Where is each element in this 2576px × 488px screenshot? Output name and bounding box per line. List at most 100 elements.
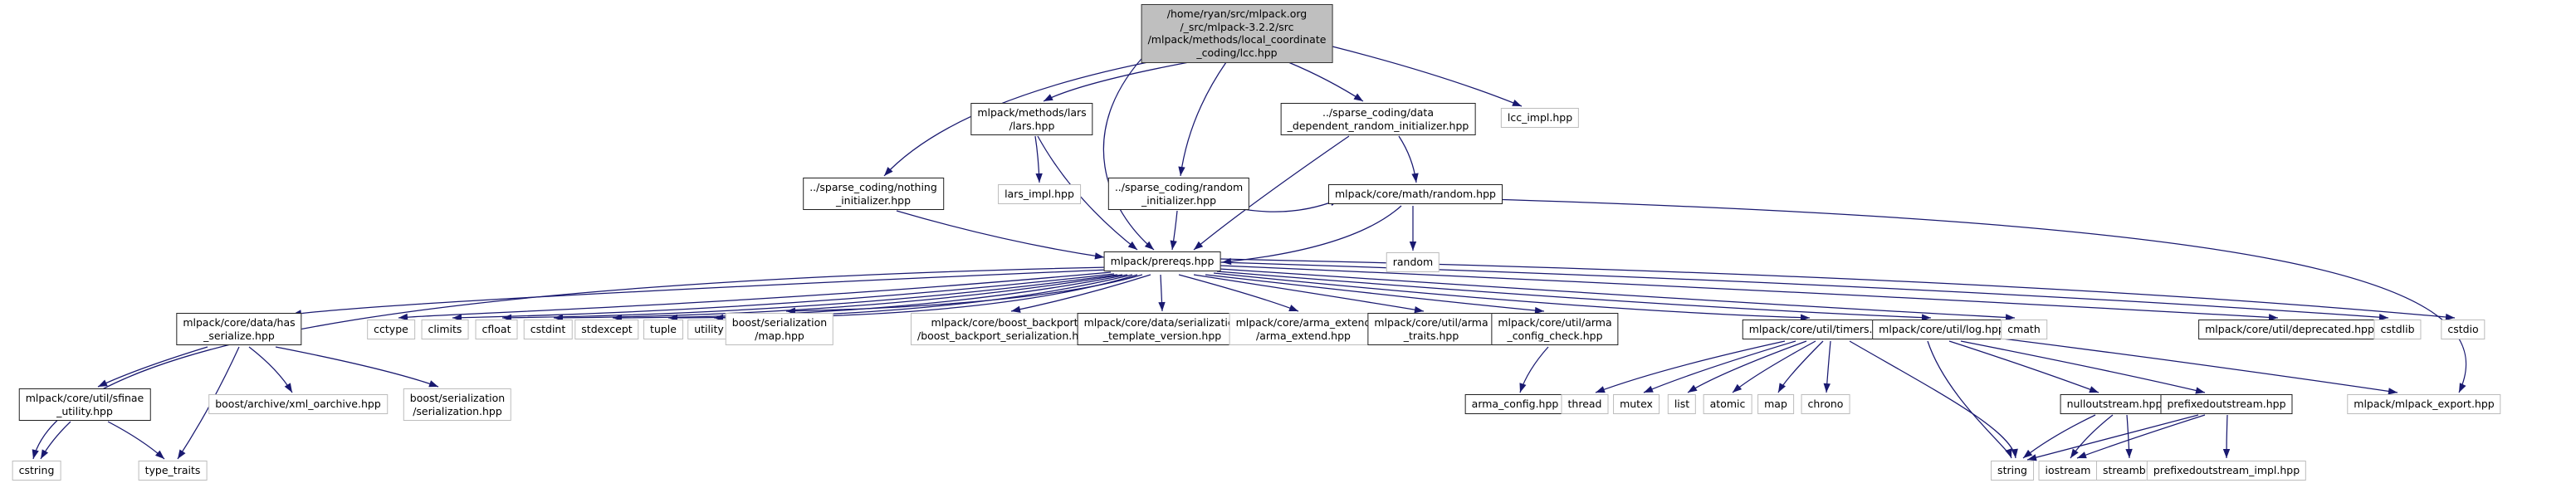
graph-node-arma_config_check[interactable]: mlpack/core/util/arma_config_check.hpp <box>1491 313 1619 346</box>
edge-arrowhead-icon <box>1170 240 1177 250</box>
graph-node-label: mlpack/core/arma_extend <box>1235 316 1371 329</box>
edge-arrowhead-icon <box>1194 241 1204 250</box>
include-edge-timers-to-atomic <box>1732 340 1816 393</box>
include-edge-prereqs-to-arma_extend <box>1178 274 1299 312</box>
include-edge-math_random-to-prereqs <box>1221 205 1402 263</box>
include-edge-log-to-mlpack_export <box>1988 336 2398 393</box>
graph-node-mutex: mutex <box>1613 394 1659 414</box>
include-edge-has_serialize-to-serialization_hpp <box>275 346 439 388</box>
edge-arrowhead-icon <box>2125 448 2133 458</box>
graph-node-prefixedoutstream[interactable]: prefixedoutstream.hpp <box>2160 394 2293 414</box>
graph-node-nulloutstream[interactable]: nulloutstream.hpp <box>2060 394 2169 414</box>
graph-node-string: string <box>1991 461 2034 481</box>
graph-node-timers[interactable]: mlpack/core/util/timers.hpp <box>1742 320 1899 339</box>
edge-arrowhead-icon <box>98 379 108 387</box>
edge-arrowhead-icon <box>428 380 438 388</box>
include-edge-prereqs-to-cfloat <box>501 274 1118 319</box>
edge-arrowhead-icon <box>1688 384 1698 393</box>
include-edge-prereqs-to-arma_traits <box>1193 274 1425 312</box>
graph-node-iostream: iostream <box>2038 461 2098 481</box>
graph-node-prereqs[interactable]: mlpack/prereqs.hpp <box>1103 251 1221 271</box>
graph-node-lars[interactable]: mlpack/methods/lars/lars.hpp <box>970 103 1093 136</box>
graph-node-ser_template[interactable]: mlpack/core/data/serialization_template_… <box>1077 313 1248 346</box>
graph-node-label: cmath <box>2007 323 2041 335</box>
graph-node-label: string <box>1997 464 2027 476</box>
graph-node-mlpack_export: mlpack/mlpack_export.hpp <box>2347 394 2501 414</box>
edge-arrowhead-icon <box>1644 385 1654 393</box>
edge-arrowhead-icon <box>452 314 462 321</box>
graph-node-label: boost/archive/xml_oarchive.hpp <box>215 398 381 410</box>
edge-arrowhead-icon <box>2388 388 2398 395</box>
graph-node-arma_config[interactable]: arma_config.hpp <box>1464 394 1566 414</box>
include-edge-log-to-prefixedoutstream <box>1960 340 2206 393</box>
edge-arrowhead-icon <box>2070 448 2079 458</box>
edge-arrowhead-icon <box>2445 313 2455 321</box>
graph-node-label: cstdint <box>530 323 566 335</box>
include-edge-nothing_init-to-prereqs <box>896 210 1105 258</box>
edge-arrowhead-icon <box>2222 449 2231 458</box>
graph-node-label: ../sparse_coding/data <box>1322 106 1434 119</box>
graph-node-cstdio: cstdio <box>2441 320 2486 339</box>
graph-node-label: thread <box>1567 398 1602 410</box>
graph-node-label: _config_check.hpp <box>1507 329 1603 342</box>
graph-node-list: list <box>1667 394 1697 414</box>
graph-node-math_random[interactable]: mlpack/core/math/random.hpp <box>1328 184 1503 204</box>
include-edge-lcc-to-lcc_impl <box>1328 45 1523 107</box>
edge-arrowhead-icon <box>1519 383 1527 393</box>
graph-node-label: map <box>1764 398 1787 410</box>
graph-node-label: list <box>1674 398 1690 410</box>
graph-node-label: prefixedoutstream_impl.hpp <box>2153 464 2300 476</box>
graph-node-label: mlpack/core/util/arma <box>1374 316 1488 329</box>
edge-arrowhead-icon <box>2195 387 2205 394</box>
include-edge-has_serialize-to-xml_oarchive <box>248 346 293 393</box>
graph-node-label: mlpack/core/util/sfinae <box>25 392 144 404</box>
include-edge-prereqs-to-boost_backport <box>1010 274 1151 312</box>
graph-node-prefix_impl: prefixedoutstream_impl.hpp <box>2146 461 2307 481</box>
graph-node-log[interactable]: mlpack/core/util/log.hpp <box>1872 320 2011 339</box>
graph-node-deprecated[interactable]: mlpack/core/util/deprecated.hpp <box>2198 320 2381 339</box>
graph-node-sfinae[interactable]: mlpack/core/util/sfinae_utility.hpp <box>18 388 151 422</box>
graph-node-label: _serialize.hpp <box>203 329 275 342</box>
graph-node-label: random <box>1392 256 1434 268</box>
graph-node-label: mlpack/mlpack_export.hpp <box>2354 398 2495 410</box>
edge-arrowhead-icon <box>1288 305 1298 311</box>
graph-node-arma_traits[interactable]: mlpack/core/util/arma_traits.hpp <box>1367 313 1495 346</box>
graph-node-cstdlib: cstdlib <box>2373 320 2422 339</box>
graph-node-label: stdexcept <box>581 323 633 335</box>
edge-arrowhead-icon <box>1778 383 1787 393</box>
edge-arrowhead-icon <box>786 307 796 315</box>
graph-node-streambuf: streambuf <box>2095 461 2163 481</box>
graph-node-thread: thread <box>1561 394 1609 414</box>
edge-arrowhead-icon <box>1921 314 1931 321</box>
graph-node-label: prefixedoutstream.hpp <box>2167 398 2286 410</box>
graph-node-label: /mlpack/methods/local_coordinate <box>1147 33 1327 46</box>
graph-node-nothing_init[interactable]: ../sparse_coding/nothing_initializer.hpp <box>803 178 944 211</box>
graph-node-label: cctype <box>374 323 408 335</box>
graph-node-climits: climits <box>421 320 469 339</box>
graph-node-label: _template_version.hpp <box>1102 329 1222 342</box>
graph-node-label: _initializer.hpp <box>1141 193 1217 207</box>
edge-arrowhead-icon <box>1596 386 1606 393</box>
graph-node-data_dep[interactable]: ../sparse_coding/data_dependent_random_i… <box>1280 103 1476 136</box>
edge-arrowhead-icon <box>1011 305 1021 313</box>
graph-node-cstdint: cstdint <box>523 320 573 339</box>
graph-node-label: tuple <box>650 323 677 335</box>
graph-node-label: /boost_backport_serialization.hpp <box>917 329 1092 342</box>
edge-arrowhead-icon <box>2459 383 2466 393</box>
include-edge-prereqs-to-has_serialize <box>291 269 1109 315</box>
graph-node-has_serialize[interactable]: mlpack/core/data/has_serialize.hpp <box>176 313 302 346</box>
graph-node-random_init[interactable]: ../sparse_coding/random_initializer.hpp <box>1107 178 1250 211</box>
include-edge-prereqs-to-climits <box>452 273 1115 319</box>
include-edge-sfinae-to-type_traits <box>107 421 165 460</box>
edge-arrowhead-icon <box>1800 314 1810 321</box>
include-edge-prereqs-to-cmath <box>1219 268 2016 319</box>
graph-node-label: /_src/mlpack-3.2.2/src <box>1180 20 1294 33</box>
edge-arrowhead-icon <box>2378 314 2388 321</box>
graph-node-label: _utility.hpp <box>56 404 113 417</box>
edge-arrowhead-icon <box>2027 454 2037 461</box>
edge-arrowhead-icon <box>1127 241 1137 250</box>
graph-node-label: mlpack/core/data/serialization <box>1083 316 1241 329</box>
include-edge-prefixedoutstream-to-string <box>2026 414 2199 461</box>
